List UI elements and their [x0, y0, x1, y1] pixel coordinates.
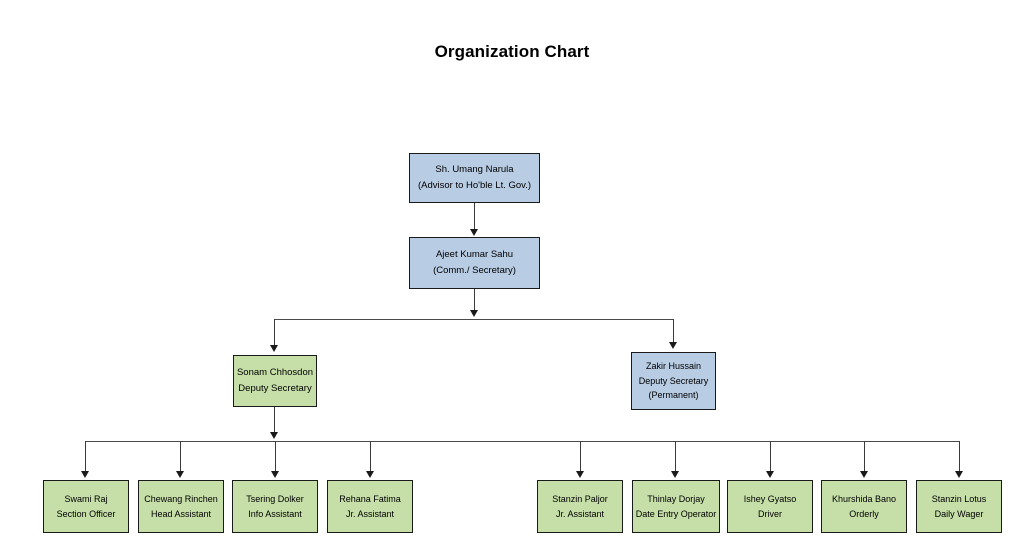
bus-level3 — [274, 319, 674, 320]
node-advisor[interactable]: Sh. Umang Narula (Advisor to Ho'ble Lt. … — [409, 153, 540, 203]
node-staff-5-name: Stanzin Paljor — [552, 493, 608, 504]
node-staff-8-role: Orderly — [849, 508, 879, 519]
connector-bus-to-dep-right — [673, 319, 674, 343]
node-staff-7[interactable]: Ishey Gyatso Driver — [727, 480, 813, 533]
node-secretary-name: Ajeet Kumar Sahu — [435, 249, 514, 261]
node-staff-4-role: Jr. Assistant — [345, 508, 395, 519]
connector-staff-9 — [959, 441, 960, 472]
node-staff-5[interactable]: Stanzin Paljor Jr. Assistant — [537, 480, 623, 533]
connector-staff-5 — [580, 441, 581, 472]
node-staff-9-role: Daily Wager — [934, 508, 984, 519]
connector-staff-3 — [275, 441, 276, 472]
arrowhead-staff-3 — [271, 471, 279, 478]
node-staff-2-role: Head Assistant — [150, 508, 212, 519]
node-deputy-secretary-left[interactable]: Sonam Chhosdon Deputy Secretary — [233, 355, 317, 407]
connector-secretary-drop — [474, 289, 475, 312]
bus-staff — [85, 441, 960, 442]
arrowhead-level3-bus — [470, 310, 478, 317]
node-staff-8[interactable]: Khurshida Bano Orderly — [821, 480, 907, 533]
node-deputy-right-role: Deputy Secretary — [638, 375, 709, 386]
arrowhead-staff-2 — [176, 471, 184, 478]
connector-bus-to-dep-left — [274, 319, 275, 346]
arrowhead-staff-4 — [366, 471, 374, 478]
arrowhead-dep-right — [669, 342, 677, 349]
node-staff-1-role: Section Officer — [56, 508, 116, 519]
node-staff-9-name: Stanzin Lotus — [931, 493, 987, 504]
arrowhead-dep-left — [270, 345, 278, 352]
node-staff-3[interactable]: Tsering Dolker Info Assistant — [232, 480, 318, 533]
node-staff-1-name: Swami Raj — [64, 493, 108, 504]
node-deputy-secretary-right[interactable]: Zakir Hussain Deputy Secretary (Permanen… — [631, 352, 716, 410]
connector-staff-8 — [864, 441, 865, 472]
node-staff-4-name: Rehana Fatima — [339, 493, 401, 504]
node-staff-7-name: Ishey Gyatso — [743, 493, 797, 504]
node-staff-2[interactable]: Chewang Rinchen Head Assistant — [138, 480, 224, 533]
node-deputy-left-role: Deputy Secretary — [238, 383, 312, 394]
node-advisor-name: Sh. Umang Narula — [435, 164, 514, 176]
connector-dep-left-drop — [274, 407, 275, 433]
arrowhead-staff-bus — [270, 432, 278, 439]
node-staff-6-name: Thinlay Dorjay — [647, 493, 705, 504]
node-staff-9[interactable]: Stanzin Lotus Daily Wager — [916, 480, 1002, 533]
node-deputy-left-name: Sonam Chhosdon — [236, 367, 314, 379]
node-staff-5-role: Jr. Assistant — [555, 508, 605, 519]
arrowhead-staff-6 — [671, 471, 679, 478]
node-advisor-role: (Advisor to Ho'ble Lt. Gov.) — [417, 180, 532, 191]
connector-staff-1 — [85, 441, 86, 472]
connector-staff-2 — [180, 441, 181, 472]
node-staff-8-name: Khurshida Bano — [831, 493, 897, 504]
node-deputy-right-name: Zakir Hussain — [645, 360, 701, 371]
node-staff-3-role: Info Assistant — [248, 508, 302, 519]
arrowhead-staff-1 — [81, 471, 89, 478]
arrowhead-staff-8 — [860, 471, 868, 478]
node-staff-7-role: Driver — [758, 508, 782, 519]
arrowhead-secretary — [470, 229, 478, 236]
arrowhead-staff-9 — [955, 471, 963, 478]
node-secretary-role: (Comm./ Secretary) — [433, 265, 516, 276]
node-staff-1[interactable]: Swami Raj Section Officer — [43, 480, 129, 533]
node-staff-4[interactable]: Rehana Fatima Jr. Assistant — [327, 480, 413, 533]
node-staff-6-role: Date Entry Operator — [635, 508, 717, 519]
arrowhead-staff-5 — [576, 471, 584, 478]
connector-advisor-to-secretary — [474, 203, 475, 230]
connector-staff-6 — [675, 441, 676, 472]
node-staff-3-name: Tsering Dolker — [246, 493, 304, 504]
page-title: Organization Chart — [434, 42, 590, 61]
node-staff-6[interactable]: Thinlay Dorjay Date Entry Operator — [632, 480, 720, 533]
arrowhead-staff-7 — [766, 471, 774, 478]
node-deputy-right-note: (Permanent) — [648, 390, 699, 401]
node-staff-2-name: Chewang Rinchen — [144, 493, 218, 504]
connector-staff-7 — [770, 441, 771, 472]
connector-staff-4 — [370, 441, 371, 472]
node-secretary[interactable]: Ajeet Kumar Sahu (Comm./ Secretary) — [409, 237, 540, 289]
